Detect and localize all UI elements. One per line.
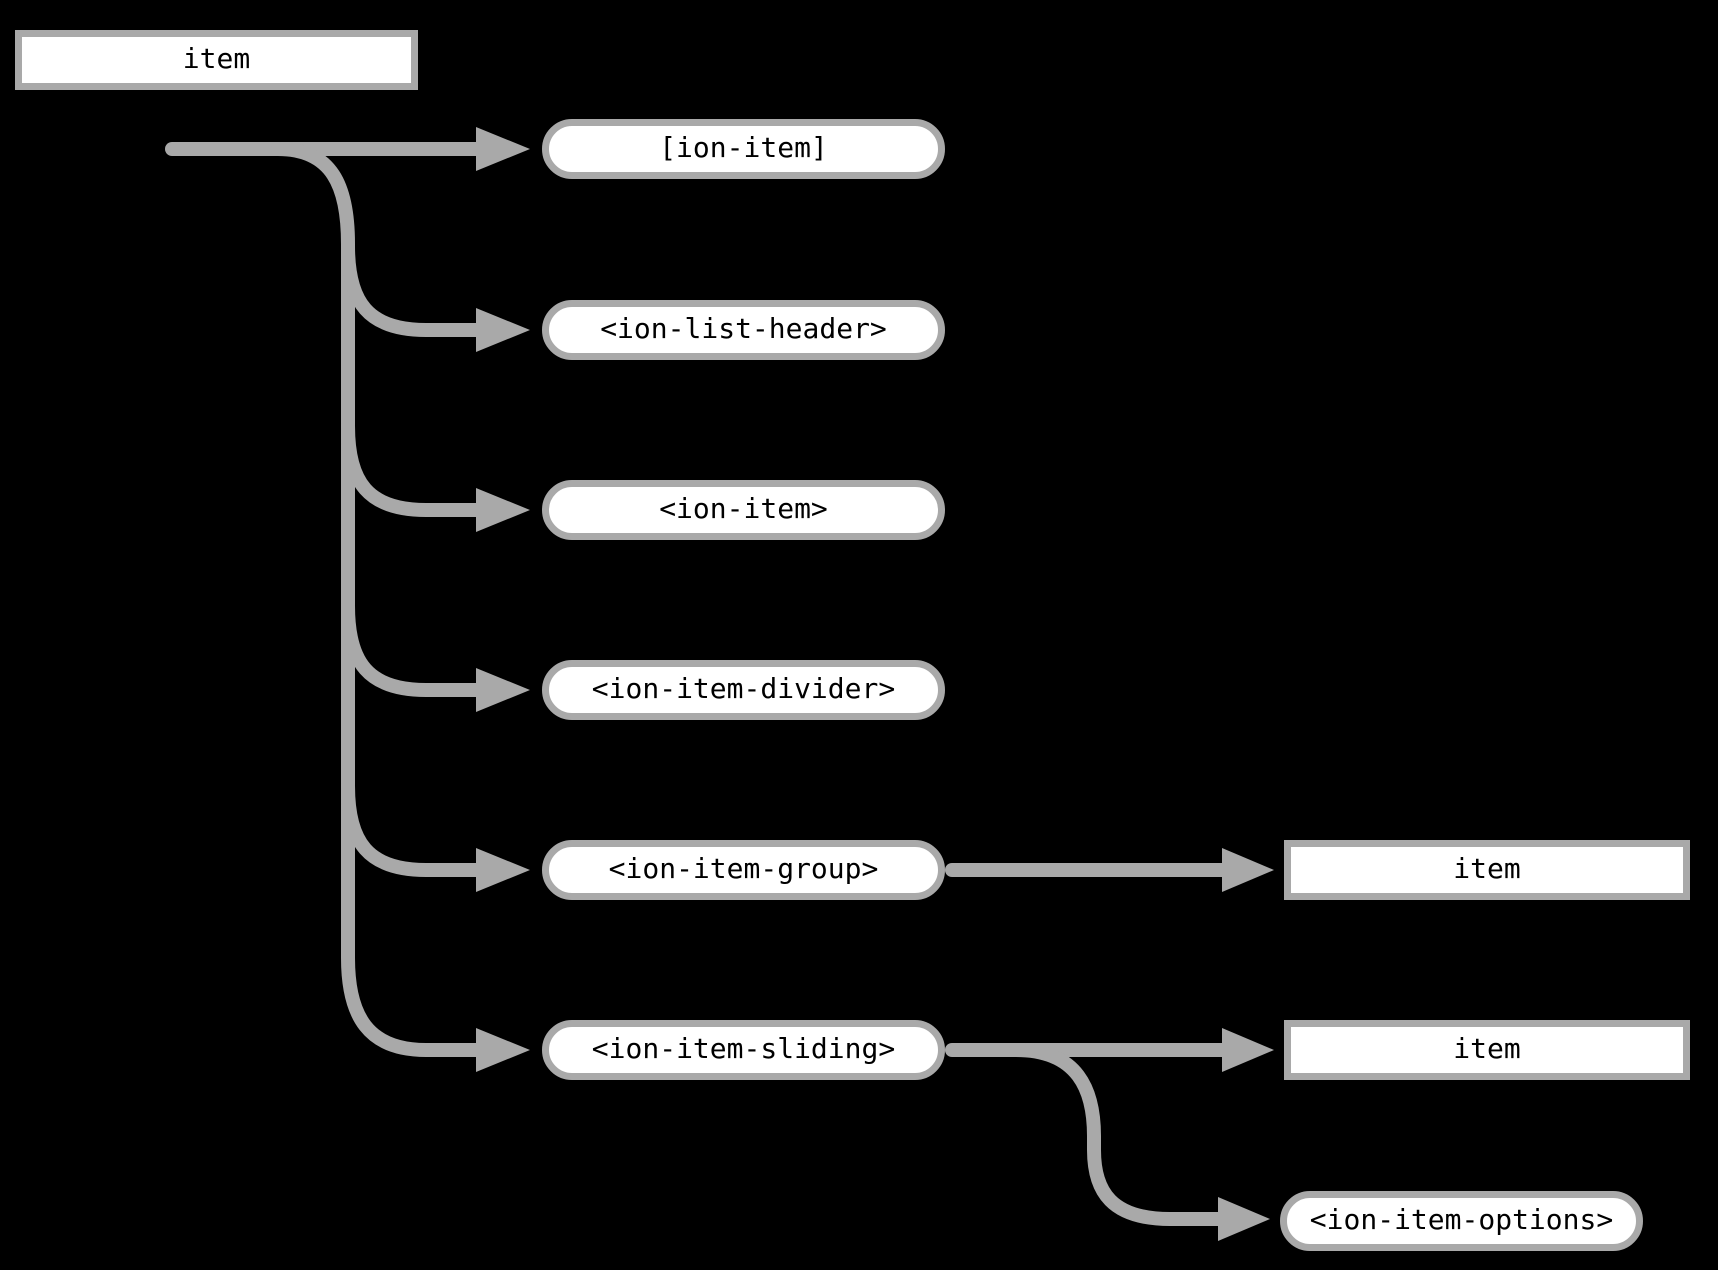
node-label: [ion-item] bbox=[659, 131, 828, 164]
connector-branch-to-ion-item-divider bbox=[341, 599, 485, 697]
arrowhead-ion-list-header bbox=[476, 308, 530, 352]
arrowhead-ion-item-element bbox=[476, 488, 530, 532]
connector-branch-to-ion-item-group bbox=[341, 779, 485, 877]
arrowhead-ion-item bbox=[476, 127, 530, 171]
arrowhead-ion-item-group bbox=[476, 848, 530, 892]
node-label: <ion-list-header> bbox=[600, 312, 887, 345]
node-sliding-child-item: item bbox=[1284, 1020, 1690, 1080]
node-ion-item-options: <ion-item-options> bbox=[1280, 1191, 1643, 1251]
node-label: <ion-item-sliding> bbox=[591, 1032, 896, 1065]
node-ion-item-divider: <ion-item-divider> bbox=[542, 660, 945, 720]
arrowhead-ion-item-options bbox=[1218, 1197, 1270, 1241]
connector-branch-to-ion-list-header bbox=[341, 239, 485, 337]
connector-branch-to-ion-item-element bbox=[341, 419, 485, 517]
node-root-item: item bbox=[15, 30, 418, 90]
node-ion-item-element: <ion-item> bbox=[542, 480, 945, 540]
connector-ion-item-sliding-to-ion-item-options bbox=[1009, 1043, 1227, 1226]
node-label: <ion-item> bbox=[659, 492, 828, 525]
arrowhead-group-item bbox=[1222, 848, 1274, 892]
arrowhead-ion-item-sliding bbox=[476, 1028, 530, 1072]
node-group-child-item: item bbox=[1284, 840, 1690, 900]
node-label: <ion-item-options> bbox=[1309, 1203, 1614, 1236]
node-label: <ion-item-divider> bbox=[591, 672, 896, 705]
connector-branch-spine bbox=[271, 142, 485, 1057]
node-label: item bbox=[1453, 852, 1521, 885]
node-ion-item-attribute: [ion-item] bbox=[542, 119, 945, 179]
node-label: item bbox=[1453, 1032, 1521, 1065]
node-label: <ion-item-group> bbox=[608, 852, 879, 885]
node-ion-item-sliding: <ion-item-sliding> bbox=[542, 1020, 945, 1080]
node-ion-item-group: <ion-item-group> bbox=[542, 840, 945, 900]
node-label: item bbox=[182, 42, 251, 75]
node-ion-list-header: <ion-list-header> bbox=[542, 300, 945, 360]
arrowhead-ion-item-divider bbox=[476, 668, 530, 712]
arrowhead-sliding-item bbox=[1222, 1028, 1274, 1072]
